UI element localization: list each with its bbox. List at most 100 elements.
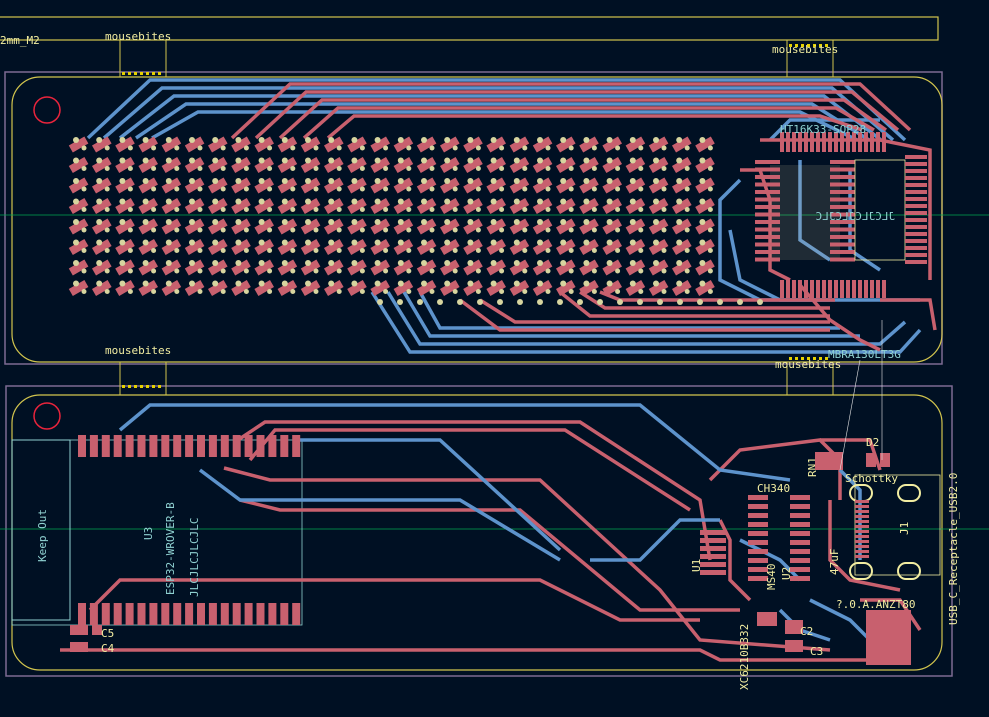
via [545, 166, 551, 171]
via [328, 137, 335, 143]
via [212, 157, 219, 164]
via [452, 268, 458, 274]
led-pad [579, 218, 599, 235]
via [96, 198, 103, 205]
led-pad [115, 177, 135, 194]
ic-pad [830, 205, 855, 209]
via [212, 137, 219, 143]
via [267, 207, 273, 212]
via [313, 207, 319, 212]
led-pad [648, 218, 669, 235]
via [81, 186, 87, 192]
via [313, 248, 319, 253]
led-pad [370, 157, 390, 173]
ms40-label: MS40 [765, 564, 778, 591]
led-pad [254, 136, 274, 153]
via [629, 157, 636, 164]
via [615, 207, 621, 212]
via [490, 198, 497, 205]
via [475, 207, 481, 212]
led-pad [184, 259, 205, 276]
conn-pad [905, 253, 927, 257]
via [305, 157, 311, 164]
via [444, 178, 451, 184]
via [638, 227, 644, 233]
led-pad [115, 259, 135, 276]
via [305, 219, 311, 225]
via [583, 178, 590, 184]
led-pad [648, 259, 669, 276]
conn-pad [834, 132, 838, 152]
led-pad [440, 280, 460, 296]
bottom-red-traces [60, 420, 922, 662]
led-pad [138, 177, 158, 194]
esp-pad [244, 603, 253, 625]
via [522, 186, 528, 192]
via [197, 207, 203, 212]
conn-pad [905, 225, 927, 229]
esp-pad [280, 603, 289, 625]
led-pad [463, 239, 483, 255]
via [757, 299, 763, 305]
conn-pad [816, 132, 820, 152]
led-pad [161, 198, 182, 214]
via [657, 299, 663, 305]
mousebites-label-tl: mousebites [105, 30, 171, 43]
via [477, 299, 483, 305]
via [174, 186, 180, 192]
via [638, 248, 644, 253]
led-pad [672, 198, 692, 214]
led-pad [231, 280, 251, 296]
via [617, 299, 623, 305]
via [537, 280, 543, 287]
led-pad [208, 177, 228, 194]
via [104, 186, 110, 192]
conn-pad [858, 280, 862, 298]
via [336, 227, 342, 233]
via [383, 227, 389, 233]
via [699, 219, 706, 225]
via [513, 219, 520, 225]
via [151, 268, 157, 274]
led-pad [672, 239, 692, 255]
via [243, 289, 249, 294]
via [444, 280, 451, 287]
via [653, 219, 659, 225]
led-pad [300, 136, 321, 153]
via [661, 166, 667, 171]
led-pad [370, 280, 390, 296]
led-pad [277, 259, 298, 276]
led-pad [115, 136, 135, 153]
via [545, 227, 551, 233]
top-board-outline [11, 76, 943, 363]
led-pad [184, 136, 205, 153]
led-pad [393, 157, 414, 173]
led-pad [68, 280, 89, 296]
led-pad [509, 136, 530, 153]
via [591, 166, 597, 171]
guide-lines [0, 214, 989, 530]
via [142, 198, 149, 205]
via [397, 137, 404, 143]
via [374, 239, 381, 246]
esp-pad [268, 603, 277, 625]
via [629, 219, 636, 225]
via [127, 186, 133, 192]
esp-pad [101, 435, 110, 457]
led-pad [161, 239, 182, 255]
via [165, 157, 172, 164]
conn-pad [882, 280, 886, 298]
via [73, 157, 79, 164]
led-pad [532, 157, 553, 173]
via [119, 239, 126, 246]
via [258, 219, 265, 225]
led-pad [625, 136, 646, 153]
led-pad [231, 239, 251, 255]
via [96, 260, 103, 266]
via [517, 299, 523, 305]
esp-pad [173, 603, 182, 625]
via [629, 260, 636, 266]
via [290, 166, 296, 171]
via [73, 260, 79, 266]
